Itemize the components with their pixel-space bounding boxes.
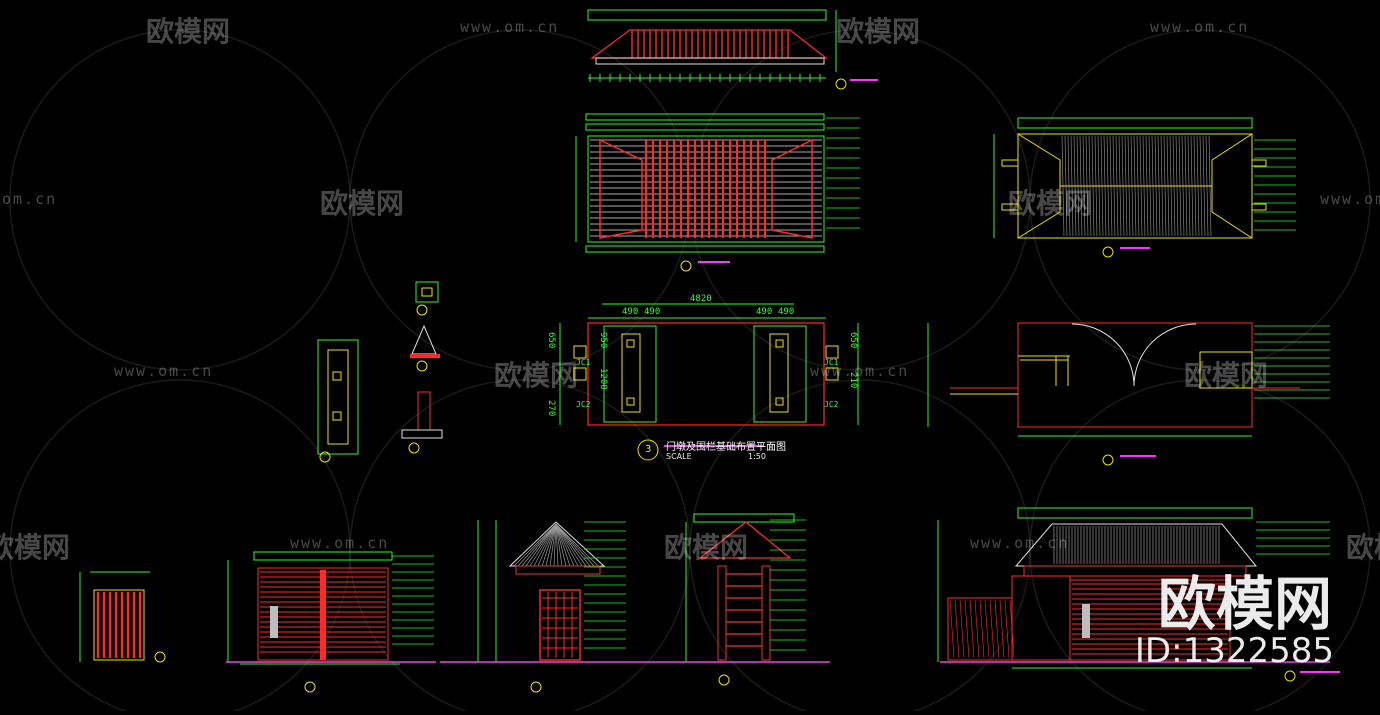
foundation-dim-top-3: 490 bbox=[756, 307, 773, 317]
watermark-id: ID:1322585 bbox=[1134, 631, 1334, 671]
watermark-brand: 欧模网 bbox=[1008, 187, 1093, 220]
foundation-dim-side-6: 650 bbox=[546, 332, 556, 349]
foundation-tag-3: JC1 bbox=[824, 358, 839, 367]
watermark-brand: 欧模网 bbox=[494, 359, 579, 392]
roof-tile-plan-right bbox=[993, 117, 1296, 258]
watermark-url: www.om.cn bbox=[970, 534, 1070, 552]
watermark-url: www.om.cn bbox=[810, 362, 910, 380]
watermark-brand-large: 欧模网 bbox=[1157, 570, 1332, 638]
watermark-brand: 欧模网 bbox=[146, 15, 231, 48]
foundation-tag-2: JC2 bbox=[576, 400, 591, 409]
watermark-brand: 欧模网 bbox=[1346, 531, 1380, 564]
foundation-plan-scale: 1:50 bbox=[748, 452, 766, 461]
roof-elevation-top bbox=[587, 9, 878, 90]
front-elevation-right bbox=[937, 507, 1340, 682]
foundation-plan-number: 3 bbox=[645, 444, 652, 455]
gate-section bbox=[660, 513, 830, 686]
foundation-plan-width-dimension: 4820 bbox=[690, 294, 712, 304]
foundation-dim-side-2: 950 bbox=[598, 332, 608, 349]
watermark-url: www.om.cn bbox=[290, 534, 390, 552]
foundation-tag-4: JC2 bbox=[824, 400, 839, 409]
foundation-dim-top-4: 490 bbox=[778, 307, 795, 317]
roof-framing-plan bbox=[575, 113, 860, 272]
watermark-brand: 欧模网 bbox=[664, 531, 749, 564]
foundation-tag-1: JC1 bbox=[576, 358, 591, 367]
foundation-dim-side-3: 270 bbox=[546, 400, 556, 417]
watermark-brand: 欧模网 bbox=[836, 15, 921, 48]
watermark-url: www.om.cn bbox=[1320, 190, 1380, 208]
gate-side-elevation bbox=[440, 520, 660, 693]
foundation-dim-top-2: 490 bbox=[644, 307, 661, 317]
watermark-brand: 欧模网 bbox=[1184, 359, 1269, 392]
gate-plan-right bbox=[927, 322, 1330, 466]
foundation-dim-side-5: 650 bbox=[848, 332, 858, 349]
foundation-dim-top-1: 490 bbox=[622, 307, 639, 317]
detail-drawings-left bbox=[317, 281, 443, 463]
watermark-brand: 欧模网 bbox=[320, 187, 405, 220]
foundation-dim-side-4: 210 bbox=[848, 372, 858, 389]
foundation-plan bbox=[559, 303, 859, 461]
watermark-url: om.cn bbox=[2, 190, 58, 208]
watermark-url: www.om.cn bbox=[1150, 18, 1250, 36]
watermark-url: www.om.cn bbox=[460, 18, 560, 36]
foundation-plan-scale-label: SCALE bbox=[666, 452, 692, 461]
fence-elevation bbox=[226, 551, 436, 693]
watermark-url: www.om.cn bbox=[114, 362, 214, 380]
watermark-brand: 欧模网 bbox=[0, 531, 71, 564]
elevation-small-left bbox=[79, 571, 166, 663]
foundation-plan-title: 门墩及围栏基础布置平面图 bbox=[666, 442, 786, 453]
foundation-dim-side-1: 1200 bbox=[598, 368, 608, 390]
